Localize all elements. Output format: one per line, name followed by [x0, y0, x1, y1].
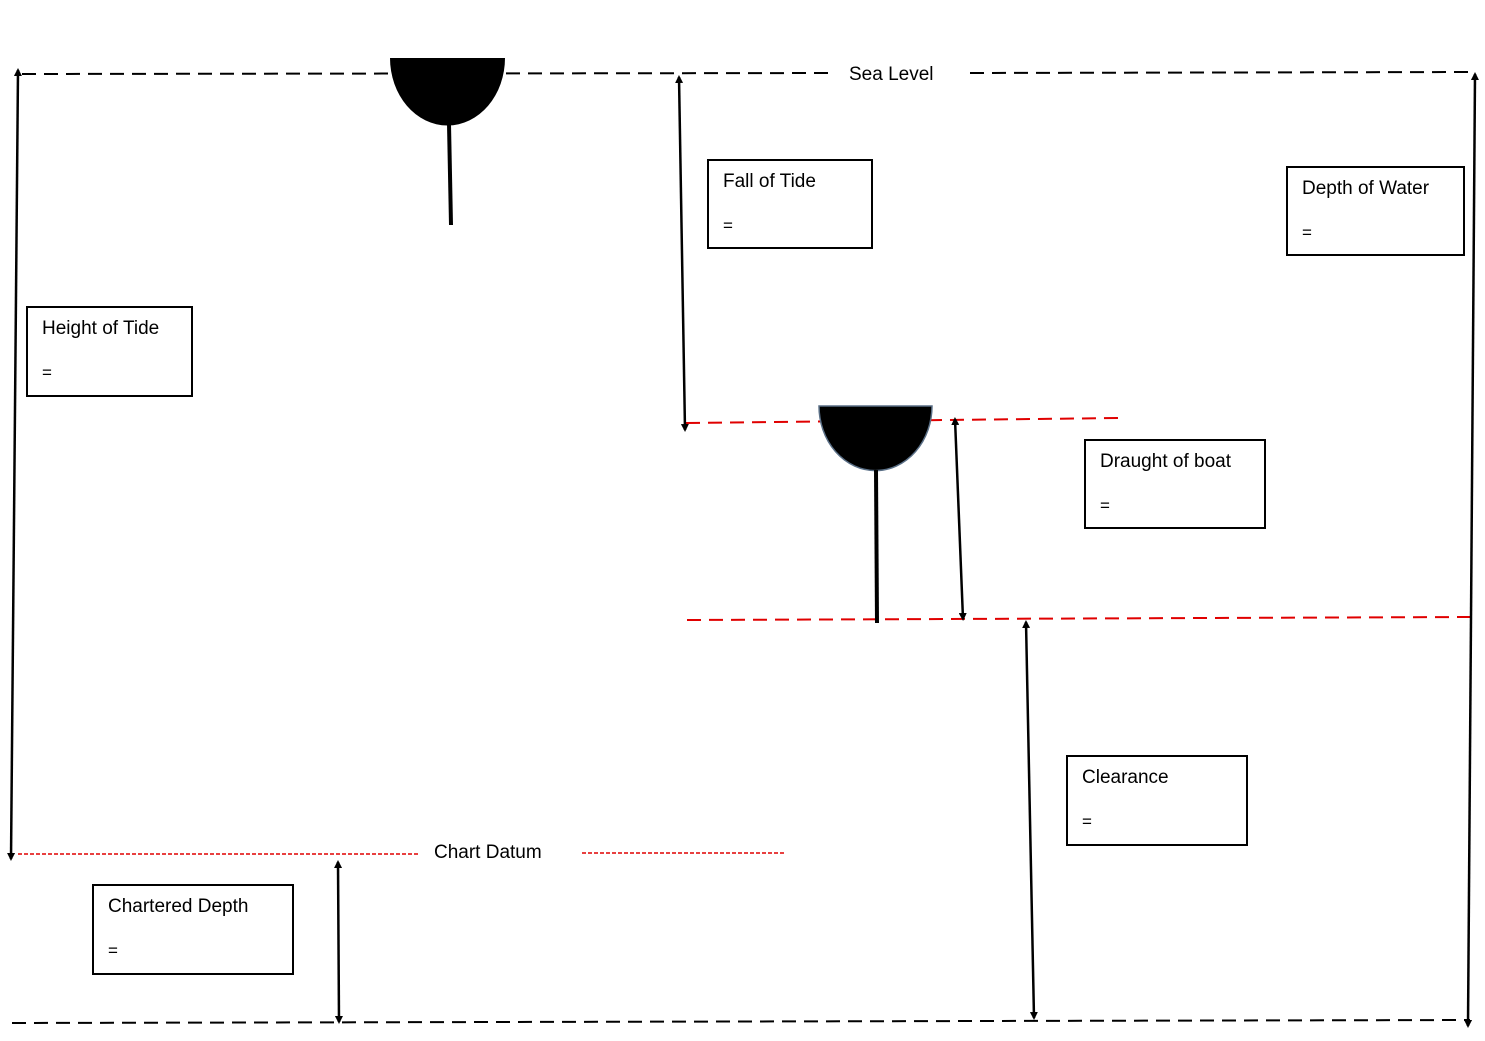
depth-of-water-value: =	[1302, 223, 1312, 242]
depth-of-water-arrow	[1464, 72, 1479, 1028]
fall-of-tide-value: =	[723, 216, 733, 235]
height-of-tide-box: Height of Tide =	[26, 306, 193, 397]
boat-low-tide	[818, 405, 933, 624]
boat-keel	[447, 123, 453, 226]
low-water-line	[685, 417, 1121, 424]
draught-of-boat-box: Draught of boat =	[1084, 439, 1266, 529]
boat-hull	[818, 405, 933, 472]
height-of-tide-value: =	[42, 363, 52, 382]
fall-of-tide-title: Fall of Tide	[723, 171, 816, 192]
chartered-depth-arrow	[334, 860, 343, 1024]
seabed-line	[11, 1019, 1471, 1024]
draught-of-boat-value: =	[1100, 496, 1110, 515]
clearance-value: =	[1082, 812, 1092, 831]
chartered-depth-box: Chartered Depth =	[92, 884, 294, 975]
depth-of-water-title: Depth of Water	[1302, 178, 1430, 199]
height-of-tide-title: Height of Tide	[42, 318, 160, 339]
boat-high-tide	[390, 58, 505, 226]
sea-level-line-right	[969, 71, 1471, 74]
draught-of-boat-title: Draught of boat	[1100, 451, 1231, 472]
chartered-depth-title: Chartered Depth	[108, 896, 249, 917]
boat-hull	[390, 58, 505, 126]
clearance-arrow	[1022, 620, 1038, 1020]
boat-keel	[874, 469, 879, 624]
fall-of-tide-arrow	[675, 75, 689, 432]
chartered-depth-value: =	[108, 941, 118, 960]
chart-datum-label: Chart Datum	[434, 842, 542, 863]
clearance-box: Clearance =	[1066, 755, 1248, 846]
sea-level-label: Sea Level	[849, 64, 934, 85]
draught-arrow	[951, 417, 967, 621]
height-of-tide-arrow	[7, 68, 22, 861]
keel-level-line	[686, 616, 1471, 621]
clearance-title: Clearance	[1082, 767, 1169, 788]
depth-of-water-box: Depth of Water =	[1286, 166, 1465, 256]
fall-of-tide-box: Fall of Tide =	[707, 159, 873, 249]
